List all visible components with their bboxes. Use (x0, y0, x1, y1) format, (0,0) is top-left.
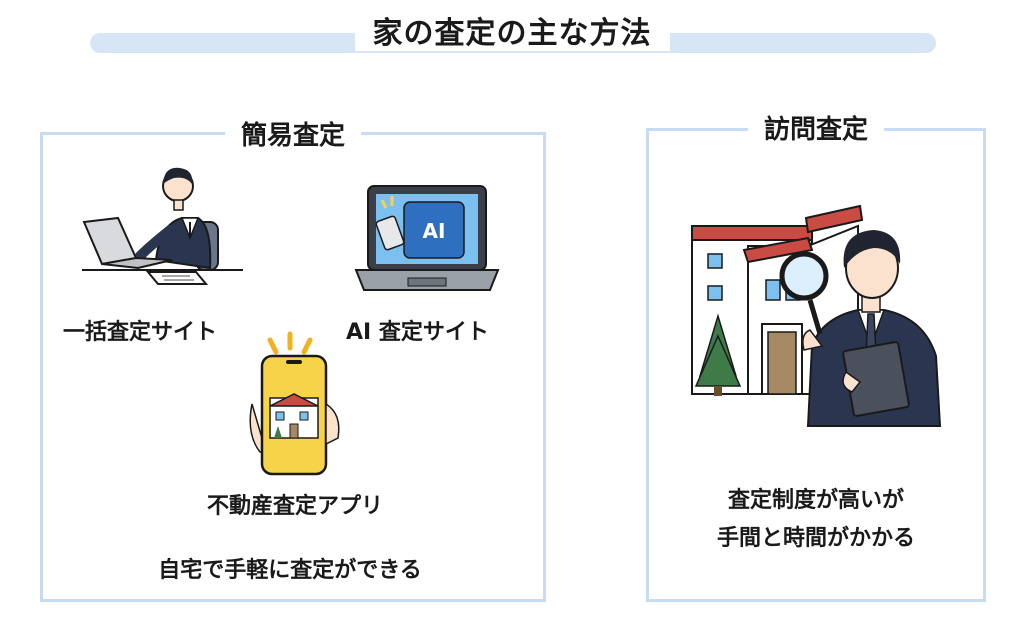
page-title-text: 家の査定の主な方法 (354, 16, 670, 51)
page-title: 家の査定の主な方法 (0, 8, 1024, 52)
ai-laptop-icon: AI (354, 185, 500, 291)
visit-description-line1: 査定制度が高いが (727, 488, 904, 513)
simple-appraisal-footer: 自宅で手軽に査定ができる (158, 558, 422, 583)
realestate-app-label: 不動産査定アプリ (206, 494, 383, 519)
visit-description-line2: 手間と時間がかかる (716, 526, 915, 551)
ai-appraisal-label: AI 査定サイト (346, 320, 489, 345)
visit-appraisal-heading: 訪問査定 (649, 109, 983, 146)
smartphone-house-icon (249, 331, 340, 476)
simple-appraisal-heading: 簡易査定 (43, 115, 543, 152)
inspector-house-icon (691, 204, 942, 427)
bulk-appraisal-label: 一括査定サイト (63, 320, 218, 345)
ai-screen-text: AI (423, 219, 446, 243)
person-laptop-icon (82, 167, 243, 285)
